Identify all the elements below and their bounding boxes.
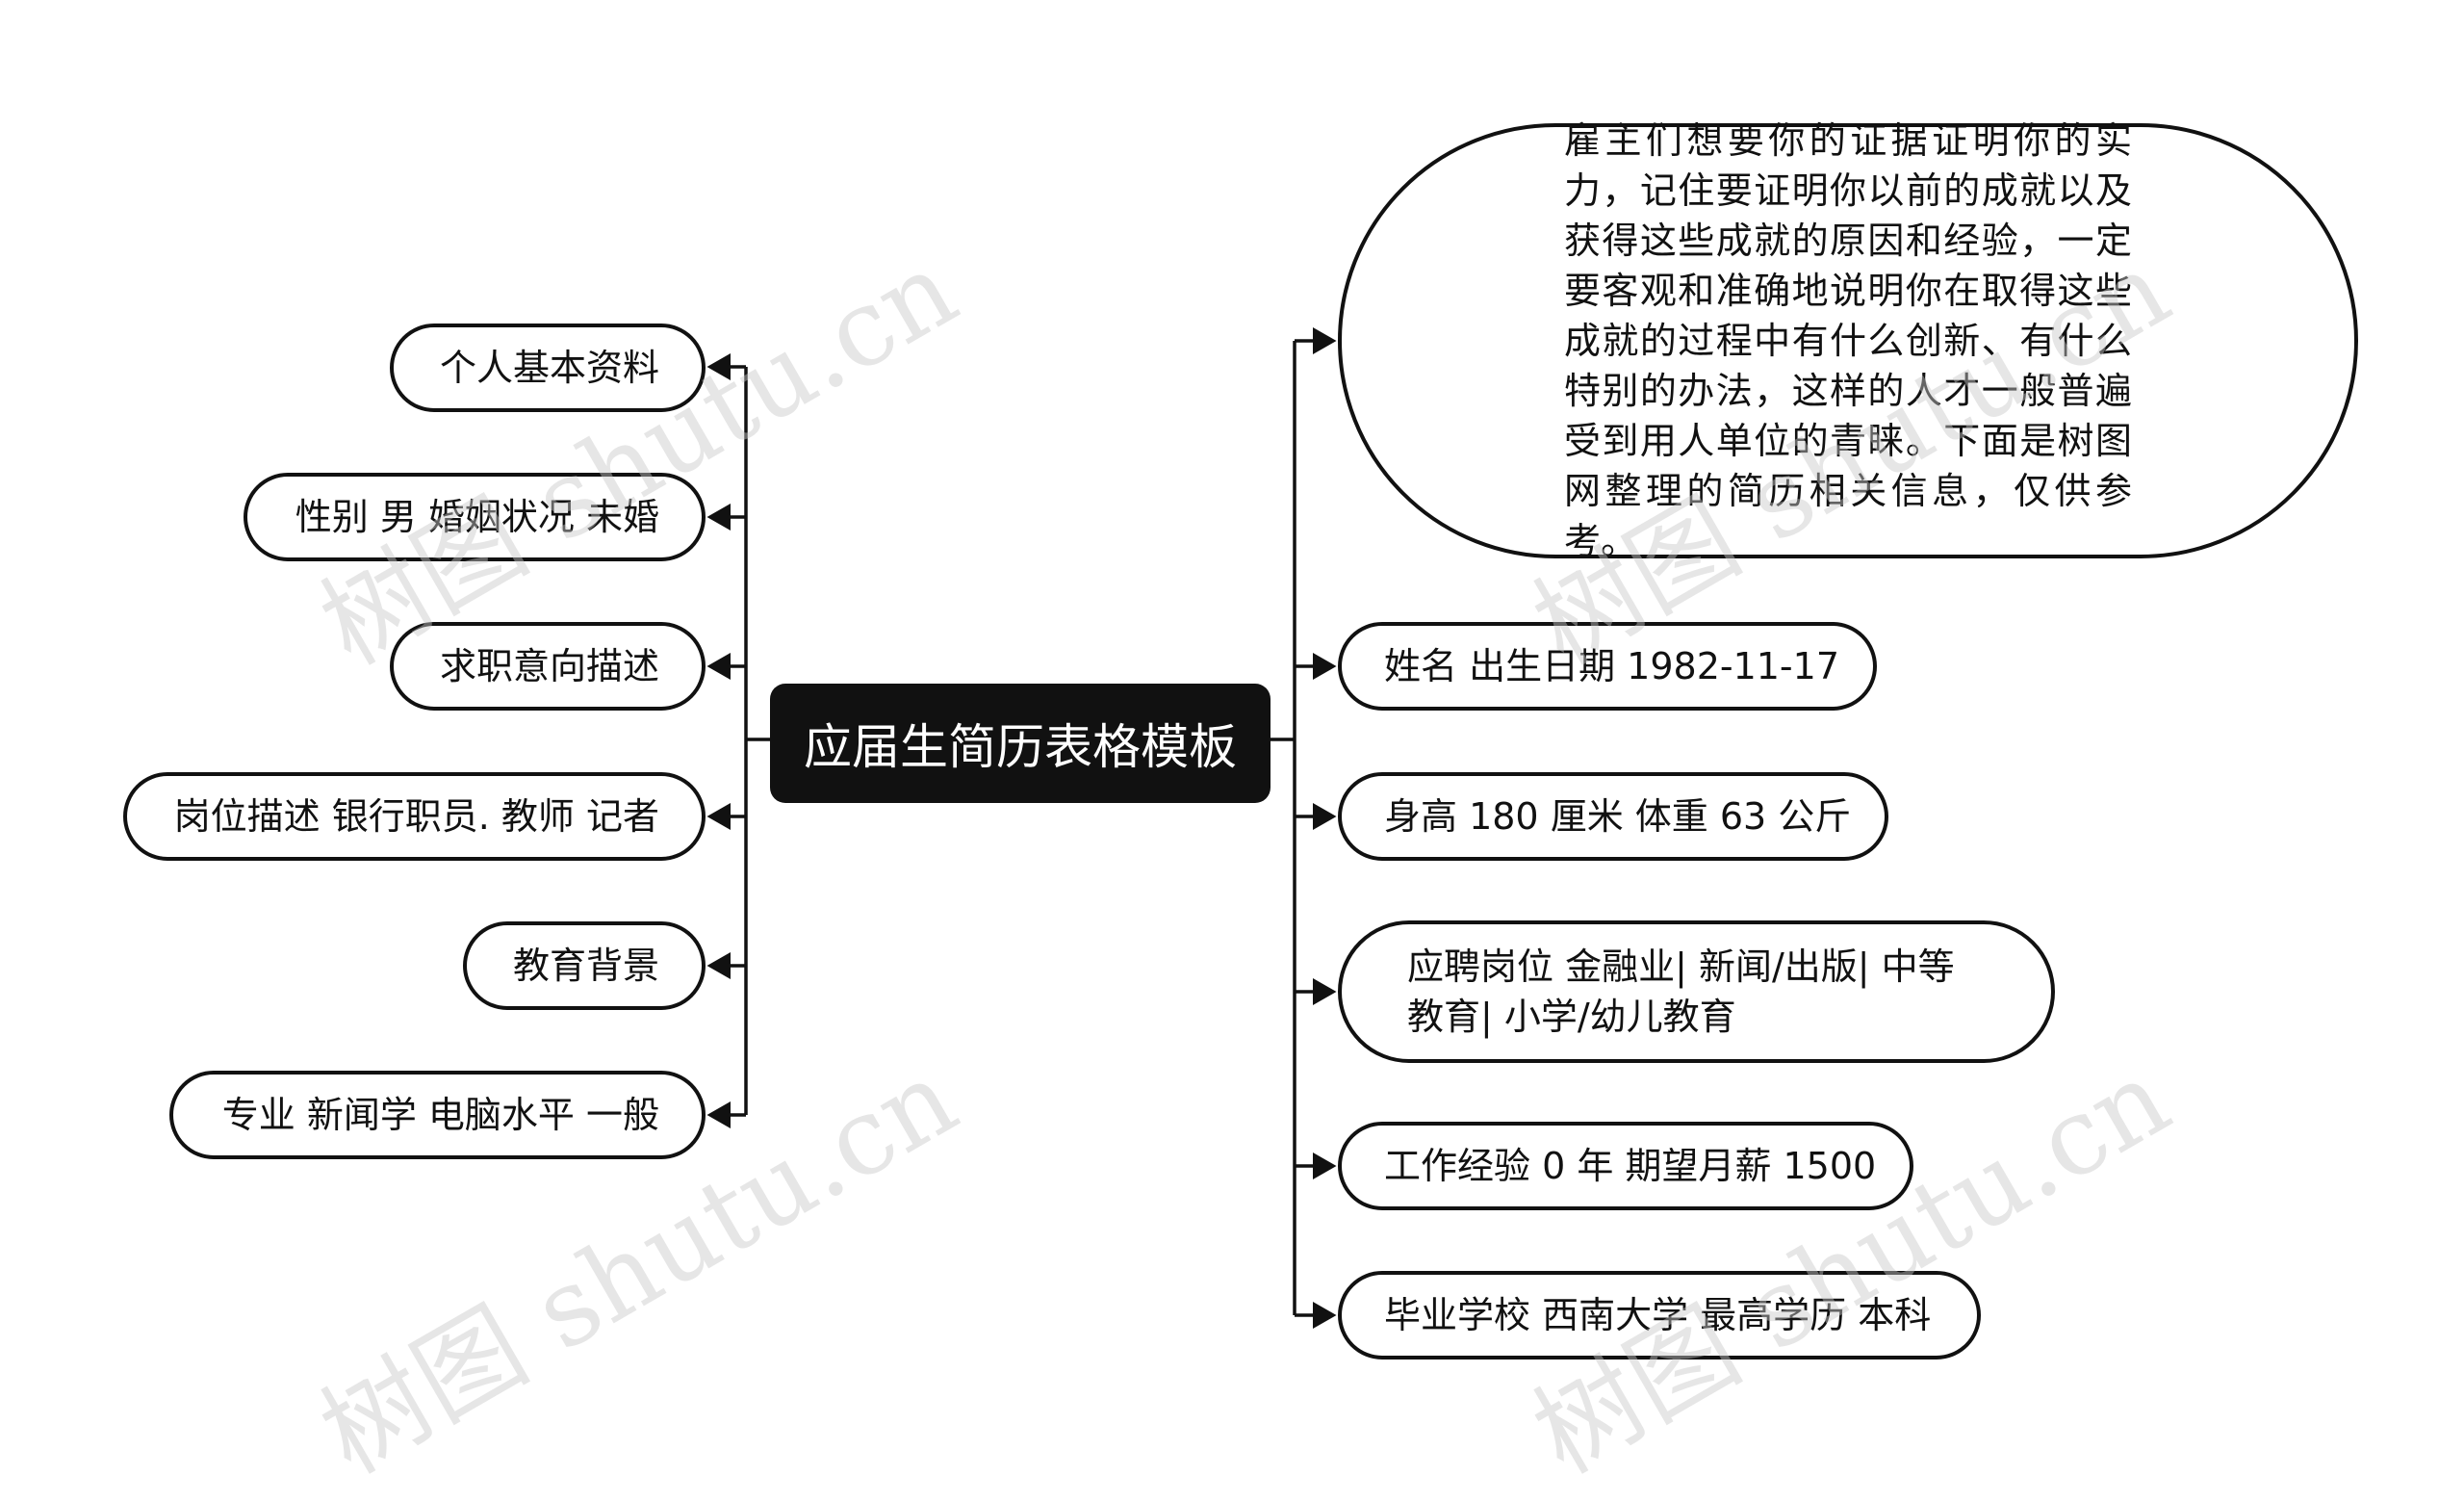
left-node-label: 性别 男 婚姻状况 未婚 (295, 496, 659, 538)
right-node-label: 姓名 出生日期 1982-11-17 (1384, 645, 1839, 687)
root-topic-label: 应届生简历表格模板 (804, 719, 1237, 775)
left-node-2[interactable]: 性别 男 婚姻状况 未婚 (244, 473, 706, 561)
right-node-label: 应聘岗位 金融业| 新闻/出版| 中等教育| 小学/幼儿教育 (1407, 945, 1955, 1038)
left-node-label: 个人基本资料 (439, 347, 659, 389)
right-node-2[interactable]: 姓名 出生日期 1982-11-17 (1338, 622, 1877, 711)
left-node-label: 专业 新闻学 电脑水平 一般 (221, 1094, 659, 1136)
left-node-6[interactable]: 专业 新闻学 电脑水平 一般 (169, 1071, 706, 1159)
root-topic[interactable]: 应届生简历表格模板 (770, 684, 1270, 803)
right-node-label: 雇主们想要你的证据证明你的实力，记住要证明你以前的成就以及获得这些成就的原因和经… (1564, 119, 2132, 562)
right-node-5[interactable]: 工作经验 0 年 期望月薪 1500 (1338, 1122, 1913, 1210)
left-node-label: 岗位描述 银行职员. 教师 记者 (173, 795, 659, 838)
right-node-6[interactable]: 毕业学校 西南大学 最高学历 本科 (1338, 1271, 1981, 1360)
right-node-label: 工作经验 0 年 期望月薪 1500 (1384, 1145, 1877, 1187)
left-node-label: 教育背景 (512, 945, 659, 987)
right-node-intro[interactable]: 雇主们想要你的证据证明你的实力，记住要证明你以前的成就以及获得这些成就的原因和经… (1338, 119, 2358, 562)
right-node-label: 毕业学校 西南大学 最高学历 本科 (1384, 1294, 1932, 1336)
right-node-label: 身高 180 厘米 体重 63 公斤 (1384, 795, 1852, 838)
right-node-3[interactable]: 身高 180 厘米 体重 63 公斤 (1338, 772, 1888, 861)
left-node-label: 求职意向描述 (439, 645, 659, 687)
left-node-1[interactable]: 个人基本资料 (390, 324, 706, 412)
left-node-3[interactable]: 求职意向描述 (390, 622, 706, 711)
left-node-5[interactable]: 教育背景 (463, 921, 706, 1010)
right-node-4[interactable]: 应聘岗位 金融业| 新闻/出版| 中等教育| 小学/幼儿教育 (1338, 920, 2055, 1063)
left-node-4[interactable]: 岗位描述 银行职员. 教师 记者 (123, 772, 706, 861)
